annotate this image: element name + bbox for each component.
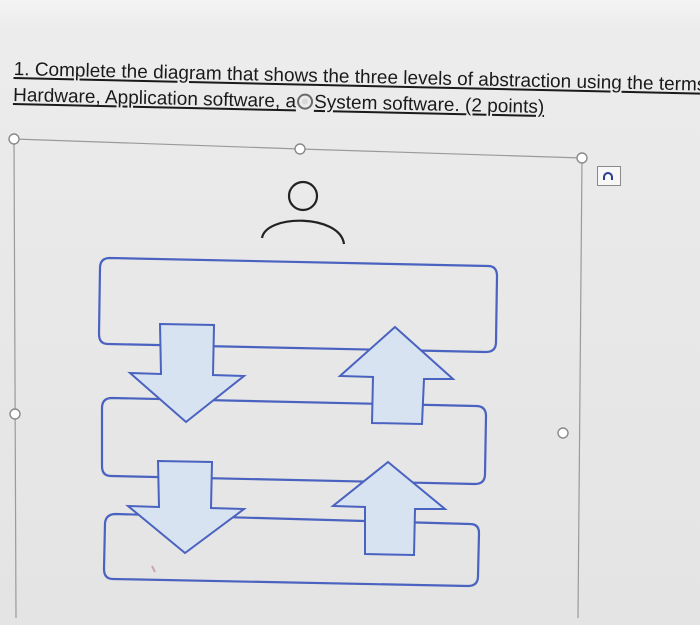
down-arrow-lower [125,459,247,555]
down-arrow-upper [127,322,247,424]
selection-handles [8,133,588,439]
frame-top-edge-right [299,148,583,159]
level-box-bottom[interactable] [102,512,481,588]
handle-top-middle[interactable] [294,143,306,155]
up-arrow-upper [337,325,456,426]
level-box-top[interactable] [97,256,499,354]
stray-mark [151,565,156,573]
up-arrow-lower [330,460,448,557]
handle-top-left[interactable] [8,133,20,145]
user-icon [260,180,346,245]
handle-top-right[interactable] [576,152,588,164]
handle-middle-right[interactable] [557,427,569,439]
frame-right-edge [577,157,583,619]
handle-middle-left[interactable] [9,408,21,420]
layout-options-icon[interactable] [597,166,621,186]
selection-frame[interactable] [13,138,583,619]
frame-left-edge [13,138,17,619]
screen-top-strip [0,0,700,30]
level-box-middle[interactable] [100,396,488,486]
user-icon-head [287,180,319,212]
user-icon-shoulders [260,219,346,245]
frame-top-edge-left [13,138,301,150]
